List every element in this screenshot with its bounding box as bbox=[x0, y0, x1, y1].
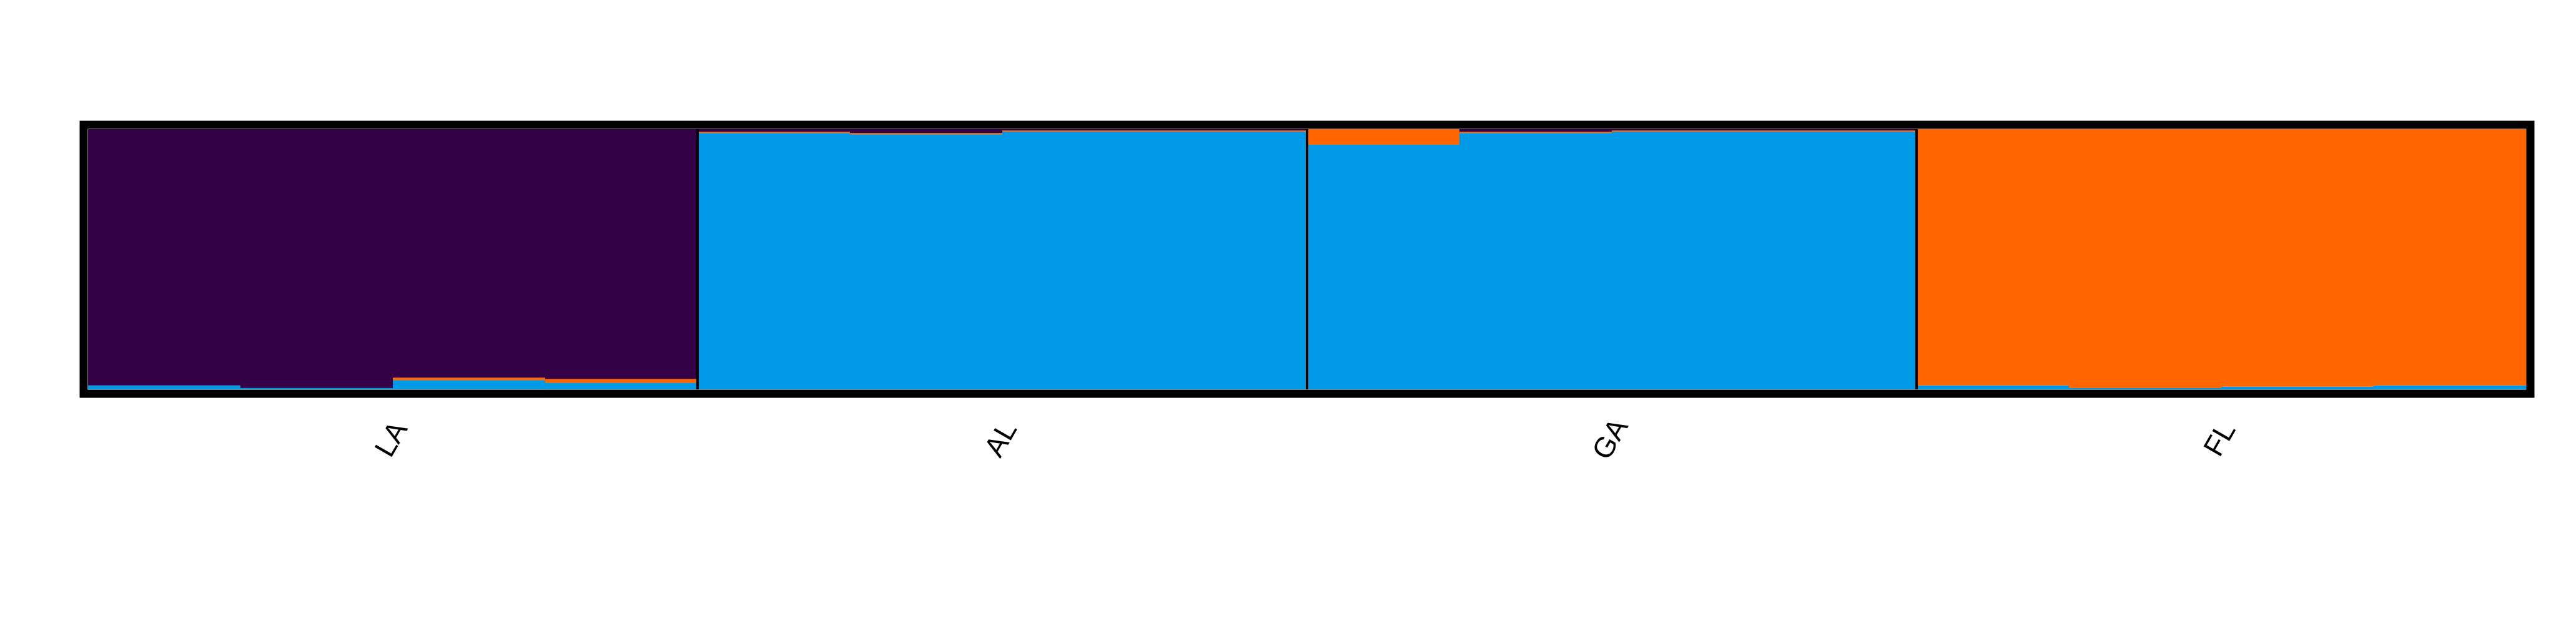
bar-segment-ga-10-blue bbox=[1459, 133, 1612, 389]
bar-segment-ga-11-blue bbox=[1612, 132, 1765, 390]
bar-segment-ga-10-purple bbox=[1459, 129, 1612, 132]
bar-segment-al-6-purple bbox=[850, 129, 1003, 134]
bar-segment-la-3-blue bbox=[393, 380, 546, 389]
bar-segment-fl-16-orange bbox=[2374, 129, 2527, 386]
bar-segment-ga-9-blue bbox=[1307, 145, 1460, 389]
plot-frame bbox=[79, 120, 2535, 398]
bar-segment-ga-12-purple bbox=[1764, 129, 1917, 131]
bar-segment-al-5-purple bbox=[698, 129, 851, 132]
bar-segment-la-4-purple bbox=[545, 129, 698, 379]
bar-segment-al-8-orange bbox=[1155, 130, 1308, 132]
bar-segment-ga-9-orange bbox=[1307, 129, 1460, 145]
bar-segment-al-7-purple bbox=[1002, 129, 1155, 131]
bar-segment-al-8-purple bbox=[1155, 129, 1308, 131]
bar-segment-ga-12-orange bbox=[1764, 130, 1917, 132]
bar-segment-la-1-purple bbox=[88, 129, 241, 386]
bar-segment-la-4-blue bbox=[545, 383, 698, 390]
bar-segment-fl-14-orange bbox=[2069, 129, 2222, 388]
bar-segment-fl-13-orange bbox=[1917, 129, 2070, 386]
bar-segment-la-3-orange bbox=[393, 378, 546, 381]
group-label-la: LA bbox=[368, 415, 413, 462]
bar-segment-la-2-purple bbox=[240, 129, 393, 388]
bar-segment-ga-11-orange bbox=[1612, 130, 1765, 132]
bar-segment-la-4-orange bbox=[545, 379, 698, 383]
group-labels: LA AL GA FL bbox=[368, 412, 2242, 465]
bars-layer bbox=[88, 129, 2527, 390]
bar-segment-la-1-blue bbox=[88, 385, 241, 389]
group-label-fl: FL bbox=[2197, 416, 2242, 461]
bar-segment-ga-11-purple bbox=[1612, 129, 1765, 131]
group-label-ga: GA bbox=[1586, 412, 1634, 465]
bar-segment-fl-15-blue bbox=[2221, 386, 2374, 389]
bar-segment-ga-10-orange bbox=[1459, 132, 1612, 134]
bar-segment-fl-14-blue bbox=[2069, 388, 2222, 389]
bar-segment-al-5-orange bbox=[698, 132, 851, 134]
bar-segment-al-7-orange bbox=[1002, 130, 1155, 132]
bar-segment-al-6-orange bbox=[850, 133, 1003, 135]
bar-segment-la-2-blue bbox=[240, 388, 393, 389]
bar-segment-la-3-purple bbox=[393, 129, 546, 378]
bar-segment-al-7-blue bbox=[1002, 132, 1155, 390]
bar-segment-al-8-blue bbox=[1155, 132, 1308, 390]
bar-segment-fl-15-orange bbox=[2221, 129, 2374, 387]
bar-segment-fl-13-blue bbox=[1917, 385, 2070, 389]
group-separators bbox=[696, 129, 1918, 389]
bar-segment-ga-12-blue bbox=[1764, 132, 1917, 390]
group-label-al: AL bbox=[977, 416, 1023, 462]
bar-segment-al-5-blue bbox=[698, 133, 851, 389]
bar-segment-al-6-blue bbox=[850, 134, 1003, 389]
bar-segment-fl-16-blue bbox=[2374, 385, 2527, 389]
